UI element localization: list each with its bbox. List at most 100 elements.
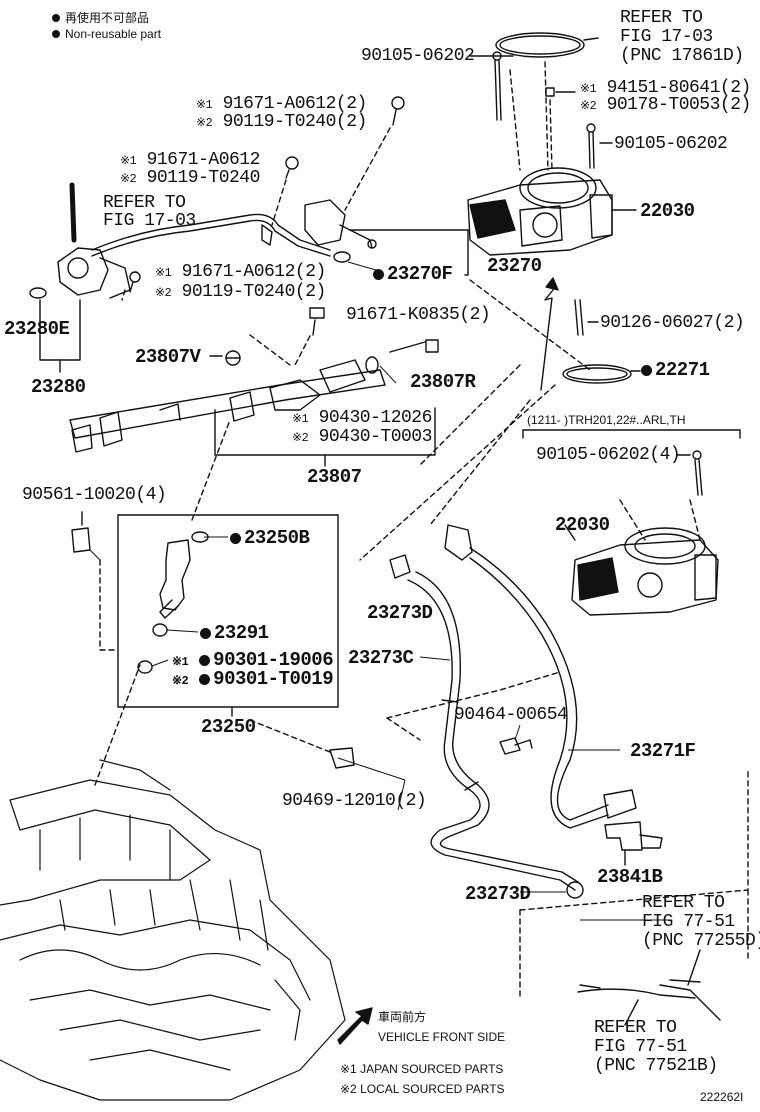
part-label-23271f[interactable]: 23271F (630, 740, 696, 762)
part-number: 94151-80641(2) (606, 78, 752, 98)
plug-23807r (389, 339, 439, 353)
part-label-22030-lower[interactable]: 22030 (555, 514, 610, 536)
part-number: 90119-T0240 (146, 168, 261, 188)
note-local-sourced: ※2 LOCAL SOURCED PARTS (340, 1082, 505, 1096)
part-label-22271[interactable]: 22271 (641, 359, 710, 381)
part-label-23841b[interactable]: 23841B (597, 866, 663, 888)
part-number: 23270F (387, 263, 453, 285)
part-label-91671-a0612[interactable]: ※1 91671-A0612 (120, 150, 260, 170)
part-label-90464-00654[interactable]: 90464-00654 (454, 705, 568, 725)
legend-line-2: Non-reusable part (52, 27, 161, 41)
part-label-90178[interactable]: ※2 90178-T0053(2) (580, 95, 751, 115)
bolt-90105-06202-mid (586, 123, 613, 169)
part-label-91671-a0612-2-mid[interactable]: ※1 91671-A0612(2) (155, 262, 326, 282)
part-label-23291[interactable]: 23291 (200, 622, 269, 644)
non-reusable-dot-icon (52, 14, 60, 22)
bolt-91671-a0612-top (391, 96, 405, 126)
japan-mark: ※1 (120, 154, 137, 168)
part-label-91671-k0835[interactable]: 91671-K0835(2) (346, 305, 491, 325)
refer-line: FIG 17-03 (103, 211, 196, 231)
injector-assembly-box (117, 514, 339, 708)
part-label-23807v[interactable]: 23807V (135, 346, 201, 368)
refer-fig-77-51-b[interactable]: REFER TO FIG 77-51 (PNC 77521B) (594, 1019, 718, 1076)
bolt-91671-a0612-mid (129, 271, 141, 293)
part-label-90119-t0240-2-top[interactable]: ※2 90119-T0240(2) (196, 112, 367, 132)
part-label-23250b[interactable]: 23250B (230, 527, 310, 549)
non-reusable-dot-icon (52, 30, 60, 38)
clamp-23273d-lower (566, 881, 584, 899)
japan-mark: ※1 (155, 266, 172, 280)
clamp-23273d-upper (389, 554, 411, 579)
part-number: 23250B (244, 527, 310, 549)
part-label-23270[interactable]: 23270 (487, 255, 542, 277)
part-label-90126-06027[interactable]: 90126-06027(2) (600, 313, 745, 333)
refer-line: REFER TO (642, 893, 725, 913)
part-label-90430-t0003[interactable]: ※2 90430-T0003 (292, 427, 432, 447)
refer-line: REFER TO (620, 8, 703, 28)
part-label-23807r[interactable]: 23807R (410, 371, 476, 393)
hose-clamp-ring-illustration (495, 32, 599, 58)
refer-line: FIG 17-03 (620, 27, 713, 47)
japan-mark: ※1 (172, 655, 189, 669)
part-label-90105-06202-top[interactable]: 90105-06202 (361, 46, 475, 66)
throttle-body-upper (467, 167, 613, 256)
part-label-23273d-upper[interactable]: 23273D (367, 602, 433, 624)
part-label-23273c[interactable]: 23273C (348, 647, 414, 669)
refer-line: (PNC 77521B) (594, 1056, 718, 1076)
non-reusable-dot-icon (199, 655, 211, 666)
bolt-91671-k0835 (309, 307, 325, 336)
refer-fig-17-03-left[interactable]: REFER TO FIG 17-03 (103, 194, 196, 230)
pulsation-damper-23280 (57, 224, 273, 299)
applicability-condition: (1211- )TRH201,22#..ARL,TH (527, 413, 686, 427)
local-mark: ※2 (120, 172, 137, 186)
part-label-23273d-lower[interactable]: 23273D (465, 883, 531, 905)
fuel-delivery-rail-23807 (69, 356, 386, 453)
japan-mark: ※1 (196, 98, 213, 112)
part-label-90105-06202-4[interactable]: 90105-06202(4) (536, 445, 681, 465)
part-label-23807[interactable]: 23807 (307, 466, 362, 488)
part-label-23280[interactable]: 23280 (31, 376, 86, 398)
front-direction-arrow (337, 1007, 373, 1045)
part-label-90561-10020[interactable]: 90561-10020(4) (22, 485, 167, 505)
part-label-94151[interactable]: ※1 94151-80641(2) (580, 78, 751, 98)
legend-en: Non-reusable part (65, 27, 162, 41)
non-reusable-dot-icon (199, 674, 211, 685)
part-number: 90301-T0019 (213, 668, 334, 690)
part-number: 90430-T0003 (318, 427, 433, 447)
part-label-22030-top[interactable]: 22030 (640, 200, 695, 222)
refer-line: FIG 77-51 (642, 912, 735, 932)
part-label-91671-a0612-2-top[interactable]: ※1 91671-A0612(2) (196, 94, 367, 114)
drawing-id: 222262I (700, 1090, 744, 1104)
bolt-90105-06202-4 (677, 450, 703, 496)
refer-line: (PNC 77255D) (642, 931, 760, 951)
part-label-90301-t0019[interactable]: ※2 90301-T0019 (172, 668, 334, 690)
refer-line: REFER TO (103, 193, 186, 213)
part-label-90430-12026[interactable]: ※1 90430-12026 (292, 408, 432, 428)
part-number: 90430-12026 (318, 408, 433, 428)
front-direction-jp: 車両前方 (378, 1010, 427, 1024)
engine-intake-manifold (0, 759, 346, 1101)
part-label-90119-t0240[interactable]: ※2 90119-T0240 (120, 168, 260, 188)
part-label-23270f[interactable]: 23270F (373, 263, 453, 285)
part-label-90105-06202-mid[interactable]: 90105-06202 (614, 134, 728, 154)
damper-23807v (225, 350, 241, 366)
non-reusable-dot-icon (200, 628, 211, 639)
throttle-body-lower (571, 527, 719, 616)
bolt-90105-06202-top (492, 51, 502, 121)
refer-fig-17-03-top[interactable]: REFER TO FIG 17-03 (PNC 17861D) (620, 9, 744, 66)
part-label-23280e[interactable]: 23280E (4, 318, 70, 340)
pressure-regulator-23270f (304, 199, 377, 249)
local-mark: ※2 (172, 674, 189, 688)
part-number: 22271 (655, 359, 710, 381)
part-label-90119-t0240-2-mid[interactable]: ※2 90119-T0240(2) (155, 282, 326, 302)
part-number: 90301-19006 (213, 649, 334, 671)
local-mark: ※2 (196, 116, 213, 130)
refer-fig-77-51-a[interactable]: REFER TO FIG 77-51 (PNC 77255D) (642, 894, 760, 951)
part-label-23250[interactable]: 23250 (201, 716, 256, 738)
part-number: 91671-A0612(2) (222, 94, 368, 114)
arrow-up-throttle (540, 277, 559, 391)
part-label-90469-12010[interactable]: 90469-12010(2) (282, 791, 427, 811)
part-label-90301-19006[interactable]: ※1 90301-19006 (172, 649, 334, 671)
